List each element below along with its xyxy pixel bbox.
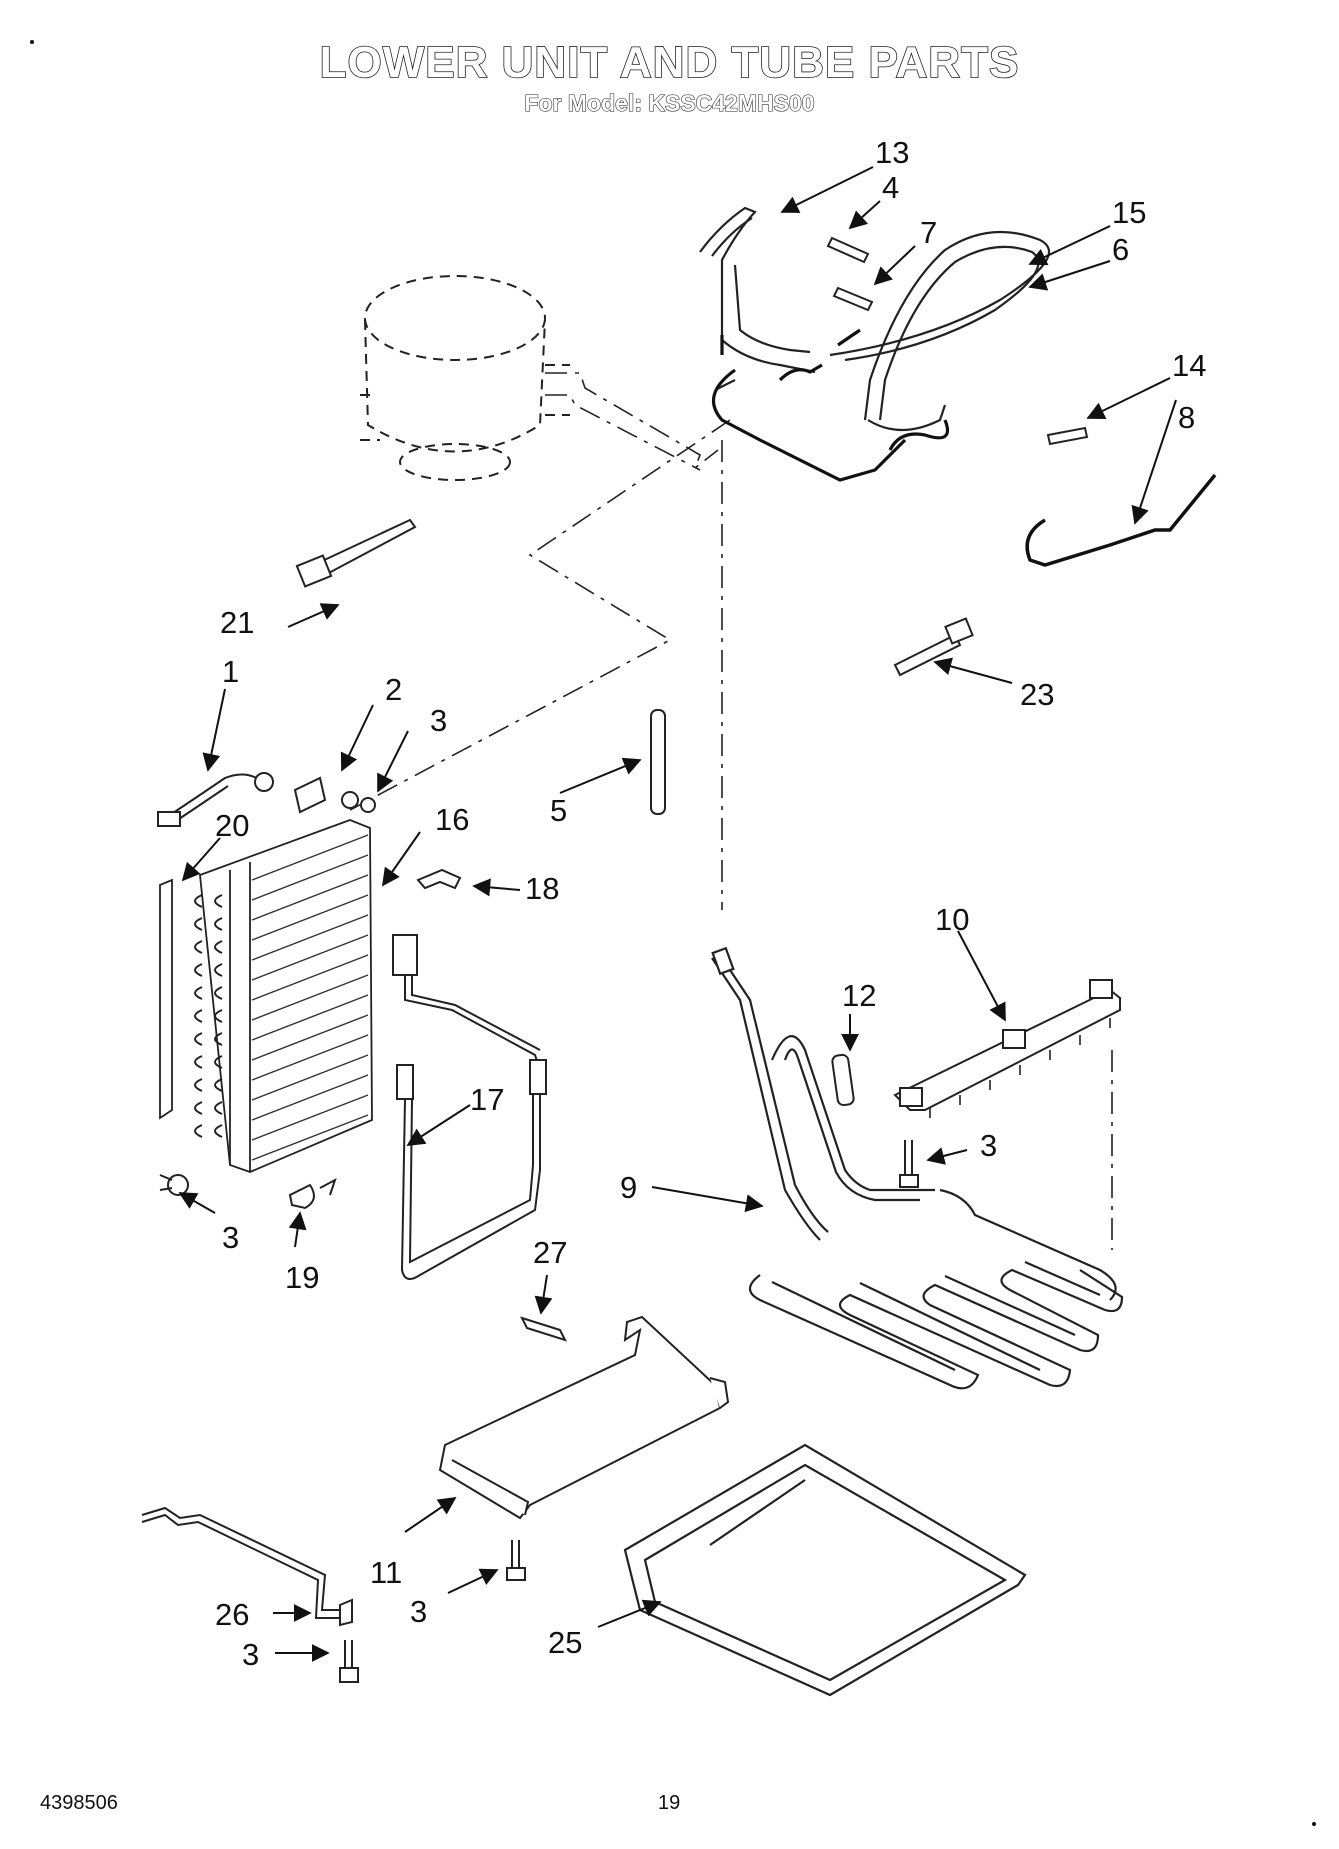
callout-9: 9 [620,1170,637,1205]
tube-assembly [699,206,1051,431]
callout-16: 16 [435,802,469,837]
callout-13: 13 [875,135,909,170]
callout-11: 11 [370,1555,402,1590]
callout-1: 1 [222,654,239,689]
bracket-part-2 [293,776,376,814]
thermostat-part-17 [392,934,547,1280]
callout-3-bracket: 3 [242,1637,259,1672]
callout-6: 6 [1112,232,1129,267]
document-number: 4398506 [40,1792,118,1814]
bracket-part-11 [438,1315,730,1520]
callout-15: 15 [1112,195,1146,230]
callout-21: 21 [220,605,254,640]
clip-part-27 [520,1316,567,1342]
condenser-fins [251,834,369,1161]
wire-part-8 [1025,473,1217,567]
short-tube-parts [826,236,1089,446]
callout-20: 20 [215,808,249,843]
callout-10: 10 [935,902,969,937]
page-number: 19 [658,1792,681,1814]
condenser-coil [159,819,373,1173]
corner-mark [1312,1822,1316,1826]
drain-pan-part-25 [623,1443,1027,1697]
callout-26: 26 [215,1597,249,1632]
callout-14: 14 [1172,348,1206,383]
cable-ties [295,518,974,677]
model-subtitle: For Model: KSSC42MHS00 [524,89,815,116]
callout-3-left: 3 [222,1220,239,1255]
tube-part-12 [831,1053,855,1107]
dashed-connection-lines [349,372,1113,1250]
callout-labels: 13 4 15 7 6 14 8 21 23 1 2 3 5 20 16 18 … [215,135,1206,1672]
wire-harness [712,328,950,482]
condenser-coil-loops [194,894,223,1138]
screw-part-3-bottom [339,1640,359,1683]
page-title: LOWER UNIT AND TUBE PARTS [319,37,1020,88]
callout-27: 27 [533,1235,567,1270]
clip-part-18 [416,868,462,890]
callout-3-right: 3 [980,1128,997,1163]
callout-2: 2 [385,672,402,707]
evaporator-tube-part-9 [711,946,829,1241]
screw-part-3-right [899,1140,919,1188]
callout-3-top: 3 [430,703,447,738]
heater-bracket-part-10 [893,979,1121,1118]
corner-mark [30,40,34,44]
callout-19: 19 [285,1260,319,1295]
heater-coil [748,1035,1124,1390]
leader-arrows [178,166,1177,1662]
compressor-outline [360,275,570,481]
callout-12: 12 [842,978,876,1013]
callout-7: 7 [920,215,937,250]
callout-25: 25 [548,1625,582,1660]
harness-part-1 [157,772,274,827]
screw-part-3-lower [506,1540,526,1581]
callout-3-bottom: 3 [410,1594,427,1629]
callout-23: 23 [1020,677,1054,712]
callout-18: 18 [525,871,559,906]
callout-8: 8 [1178,400,1195,435]
callout-4: 4 [882,170,899,205]
tube-part-5 [650,709,666,815]
rod-part-26 [141,1506,353,1627]
callout-17: 17 [470,1082,504,1117]
screws-and-clips [159,1174,337,1210]
callout-5: 5 [550,793,567,828]
